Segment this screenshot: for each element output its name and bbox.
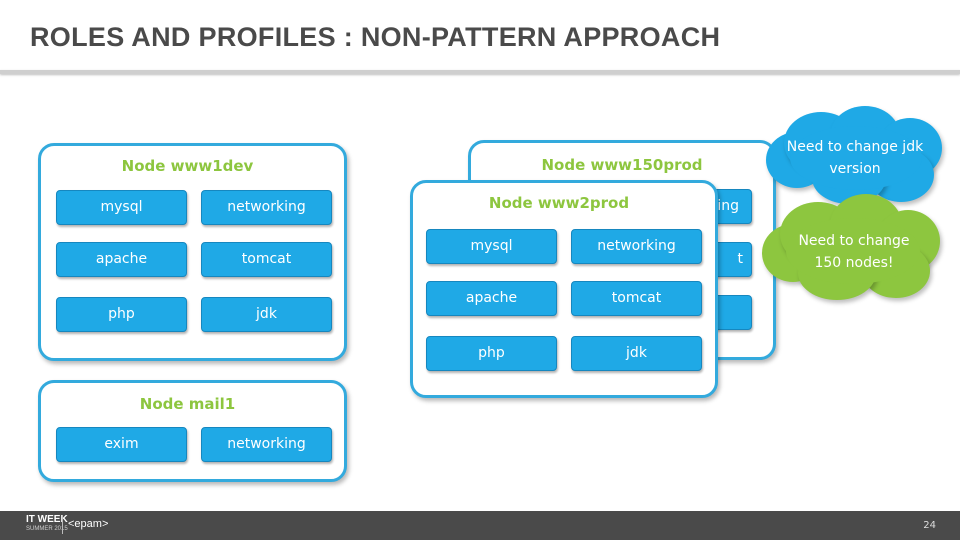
callout-jdk-text: Need to change jdk version	[786, 139, 924, 177]
node-www2prod: Node www2prod mysql networking apache to…	[410, 180, 718, 398]
module-networking: networking	[571, 229, 702, 264]
it-week-logo: IT WEEK	[26, 514, 68, 525]
node-mail1-title: Node mail1	[139, 395, 236, 413]
module-networking: networking	[201, 427, 332, 462]
footer-bar: IT WEEK SUMMER 2015 <epam> 24	[0, 511, 960, 540]
callout-cloud-jdk: Need to change jdk version	[760, 104, 950, 208]
epam-logo: <epam>	[68, 518, 109, 530]
node-www1dev: Node www1dev mysql networking apache tom…	[38, 143, 347, 361]
page-number: 24	[923, 520, 936, 531]
module-php: php	[426, 336, 557, 371]
module-jdk: jdk	[571, 336, 702, 371]
module-mysql: mysql	[56, 190, 187, 225]
module-tomcat: tomcat	[571, 281, 702, 316]
module-php: php	[56, 297, 187, 332]
slide-title: ROLES AND PROFILES : NON-PATTERN APPROAC…	[30, 22, 721, 52]
module-apache: apache	[56, 242, 187, 277]
node-www2prod-title: Node www2prod	[488, 194, 630, 212]
title-divider	[0, 70, 960, 74]
it-week-logo-subtitle: SUMMER 2015	[26, 526, 68, 532]
node-www150prod-title: Node www150prod	[541, 156, 703, 174]
node-www1dev-title: Node www1dev	[121, 157, 254, 175]
module-jdk: jdk	[201, 297, 332, 332]
node-mail1: Node mail1 exim networking	[38, 380, 347, 482]
callout-cloud-nodes: Need to change 150 nodes!	[758, 194, 950, 304]
module-exim: exim	[56, 427, 187, 462]
logo-divider	[62, 516, 63, 534]
module-apache: apache	[426, 281, 557, 316]
module-mysql: mysql	[426, 229, 557, 264]
callout-nodes-text: Need to change 150 nodes!	[798, 233, 910, 271]
module-tomcat: tomcat	[201, 242, 332, 277]
module-networking: networking	[201, 190, 332, 225]
